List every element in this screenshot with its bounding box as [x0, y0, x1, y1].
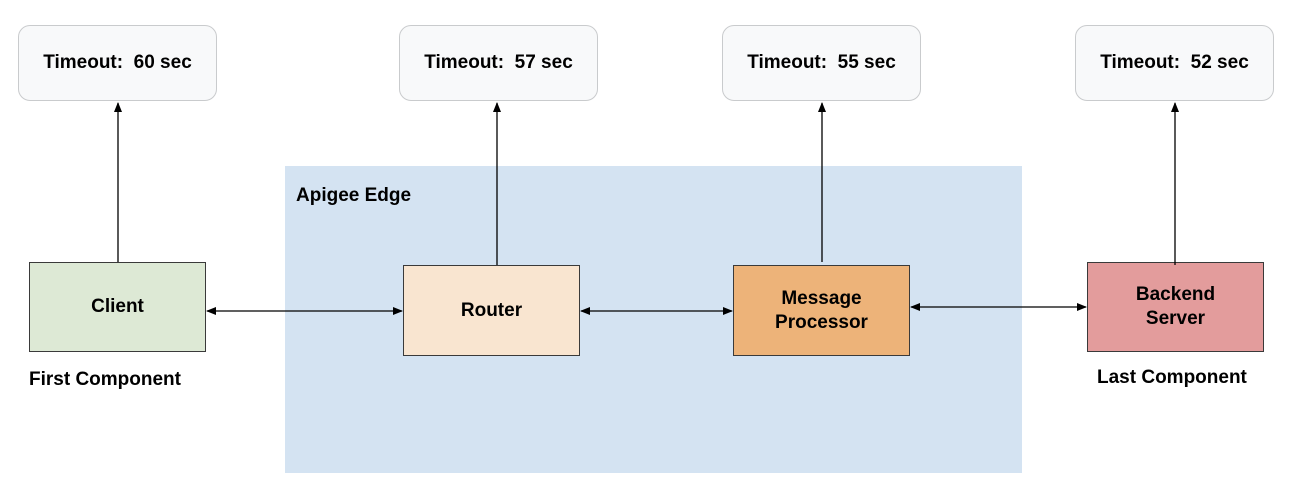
router-node: Router	[403, 265, 580, 356]
message-processor-timeout-box: Timeout: 55 sec	[722, 25, 921, 101]
last-component-caption: Last Component	[1097, 367, 1247, 388]
backend-timeout-box: Timeout: 52 sec	[1075, 25, 1274, 101]
client-timeout-box: Timeout: 60 sec	[18, 25, 217, 101]
message-processor-node: Message Processor	[733, 265, 910, 356]
first-component-caption: First Component	[29, 369, 181, 390]
apigee-edge-label: Apigee Edge	[296, 185, 412, 206]
client-node: Client	[29, 262, 206, 352]
router-timeout-box: Timeout: 57 sec	[399, 25, 598, 101]
